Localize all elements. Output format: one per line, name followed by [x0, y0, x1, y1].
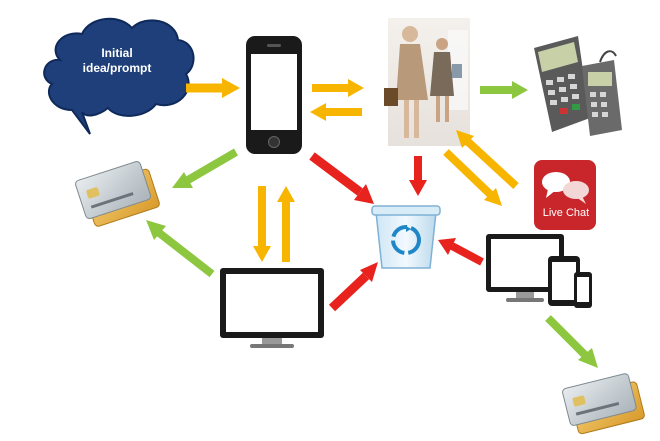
arrow-cloud-to-phone	[186, 78, 240, 98]
arrow-phone-to-shoppers	[312, 79, 364, 97]
cloud-label-line1: Initial	[101, 46, 133, 60]
credit-cards-bottom	[562, 373, 645, 435]
cloud-label: Initial idea/prompt	[62, 46, 172, 76]
arrow-livechat-to-shoppers	[456, 130, 519, 189]
recycle-bin	[371, 205, 441, 269]
smartphone	[246, 36, 302, 154]
arrow-multidevice-to-bin	[438, 238, 484, 266]
arrow-shoppers-to-phone	[310, 103, 362, 121]
live-chat-label: Live Chat	[542, 207, 590, 219]
multi-device	[486, 234, 592, 308]
arrow-desktop-to-phone	[277, 186, 295, 262]
credit-cards-left	[75, 161, 160, 227]
arrow-phone-to-cards	[172, 148, 239, 188]
cloud-label-line2: idea/prompt	[82, 61, 152, 75]
arrow-phone-to-bin	[309, 152, 374, 204]
live-chat-icon	[534, 160, 596, 230]
arrow-shoppers-to-bin	[409, 156, 427, 196]
arrow-shoppers-to-terminal	[480, 81, 528, 99]
shoppers-photo	[384, 18, 470, 146]
arrow-phone-to-desktop	[253, 186, 271, 262]
arrow-desktop-to-bin	[328, 262, 378, 312]
arrow-shoppers-to-multidevice	[443, 149, 502, 206]
arrow-multidevice-to-cards	[545, 315, 598, 368]
card-terminal	[534, 36, 622, 136]
cloud-prompt	[43, 17, 195, 135]
arrow-desktop-to-cards	[146, 220, 215, 278]
desktop-monitor	[220, 268, 324, 348]
